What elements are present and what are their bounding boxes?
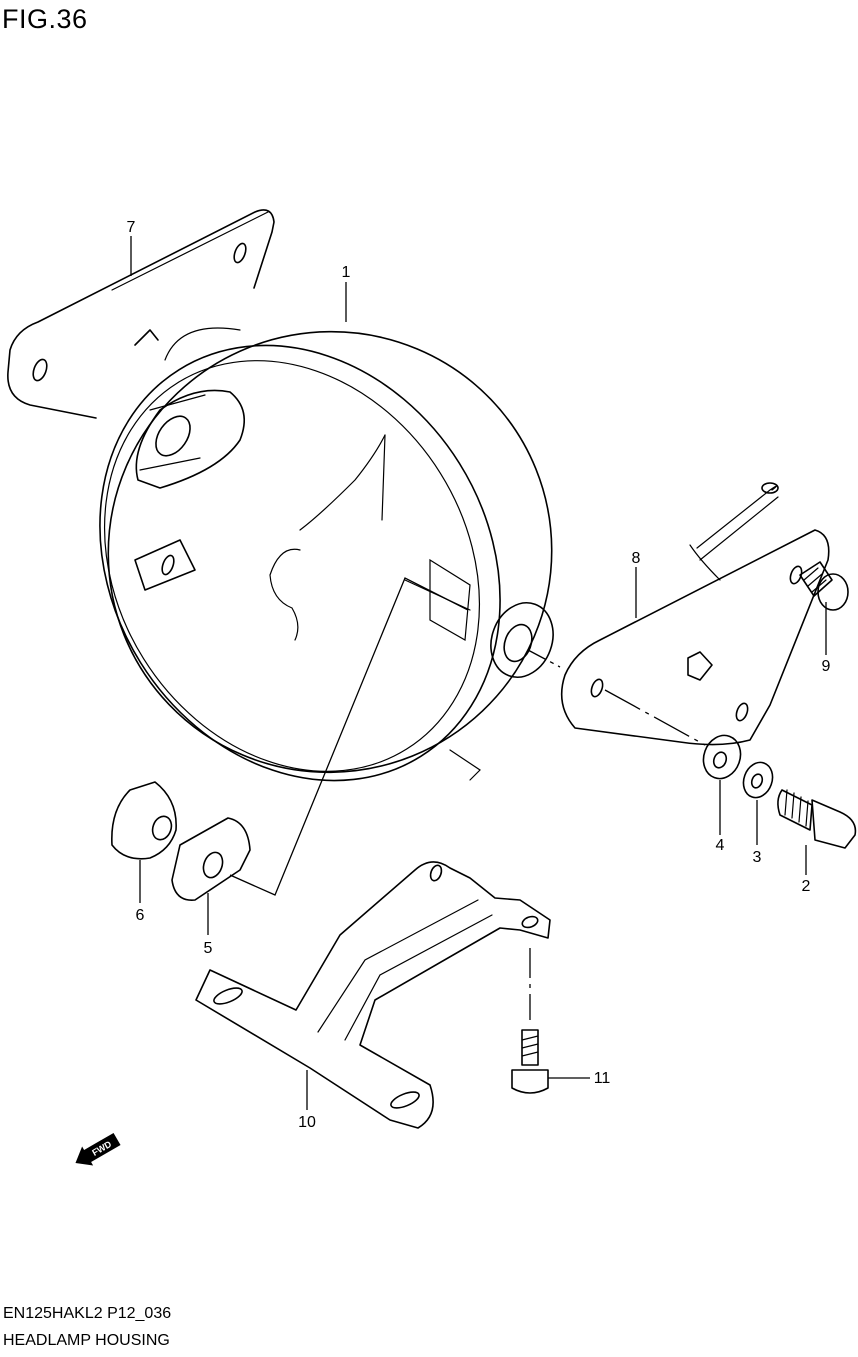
callout-8: 8: [632, 550, 641, 567]
cushion-5: [171, 817, 251, 901]
callout-5: 5: [204, 940, 213, 957]
side-bracket: [560, 482, 830, 746]
bolt-2: [777, 789, 857, 849]
lower-stay: [195, 861, 551, 1129]
callout-10: 10: [298, 1114, 316, 1131]
callout-6: 6: [136, 907, 145, 924]
headlamp-housing: [99, 327, 554, 782]
lock-washer-3: [742, 761, 774, 799]
callout-11: 11: [594, 1070, 611, 1087]
screw-9: [799, 561, 849, 611]
leader-lines: [130, 236, 827, 1110]
figure-title: FIG.36: [2, 4, 88, 34]
callout-1: 1: [342, 264, 351, 281]
washer-4: [702, 734, 742, 780]
flange-bolt-11: [511, 1029, 549, 1094]
nut-6: [111, 781, 177, 860]
upper-stay-plate: [7, 209, 275, 419]
figure-name: HEADLAMP HOUSING: [3, 1332, 170, 1349]
callout-4: 4: [716, 837, 725, 854]
callout-2: 2: [802, 878, 811, 895]
callout-9: 9: [822, 658, 831, 675]
callout-labels: 7 1 8 9 4 3 2 6 5 10 11: [127, 219, 831, 1131]
figure-code: EN125HAKL2 P12_036: [3, 1305, 172, 1322]
callout-7: 7: [127, 219, 136, 236]
callout-3: 3: [753, 849, 762, 866]
fwd-arrow-icon: FWD: [75, 1132, 121, 1166]
